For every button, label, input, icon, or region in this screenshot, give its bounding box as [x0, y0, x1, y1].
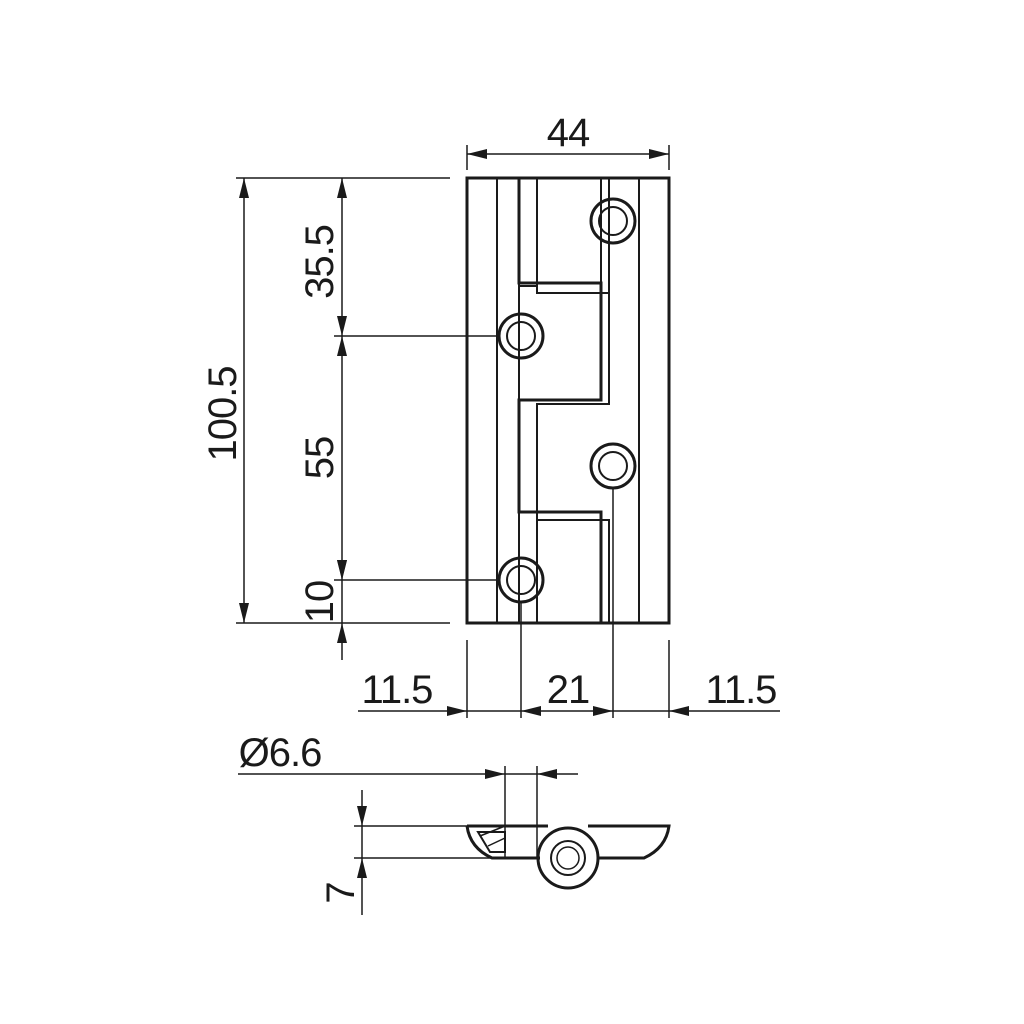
- hinge-front-view: [465, 176, 671, 625]
- dimension-hole-spacing-label: 55: [298, 437, 342, 480]
- knuckle-outline: [517, 178, 603, 623]
- extension-lines-left: [236, 177, 499, 624]
- dimension-hole-diameter-label: Ø6.6: [239, 731, 322, 775]
- dimension-width: 44: [466, 111, 670, 170]
- screw-hole-upper-left: [497, 312, 545, 360]
- hinge-side-view: Ø6.6 7: [238, 731, 671, 915]
- screw-hole-lower-right: [589, 442, 637, 490]
- dimension-chain-horizontal: 11.5 21 11.5: [358, 488, 780, 718]
- dimension-left-margin-label: 11.5: [362, 668, 433, 712]
- side-knuckle: [536, 826, 600, 890]
- dimension-right-margin-label: 11.5: [706, 668, 777, 712]
- dimension-top-to-hole-label: 35.5: [298, 225, 342, 299]
- dimension-hole-offset-label: 21: [547, 668, 590, 712]
- dimension-chain-vertical: 35.5 55 10: [298, 178, 347, 660]
- side-left-leaf: [465, 824, 548, 860]
- dimension-total-height: 100.5: [201, 178, 249, 623]
- left-knuckle-top: [518, 178, 538, 287]
- screw-hole-top-right: [589, 197, 637, 245]
- knuckle-inner-outline: [536, 178, 610, 623]
- dimension-total-height-label: 100.5: [201, 366, 245, 461]
- dimension-width-label: 44: [547, 111, 590, 155]
- side-right-leaf: [588, 824, 671, 860]
- dimension-thickness-label: 7: [319, 882, 363, 903]
- side-pin-inner: [556, 846, 580, 870]
- hinge-outline: [465, 176, 671, 625]
- dimension-bottom-to-hole-label: 10: [298, 581, 342, 624]
- side-pin-outer: [550, 840, 586, 876]
